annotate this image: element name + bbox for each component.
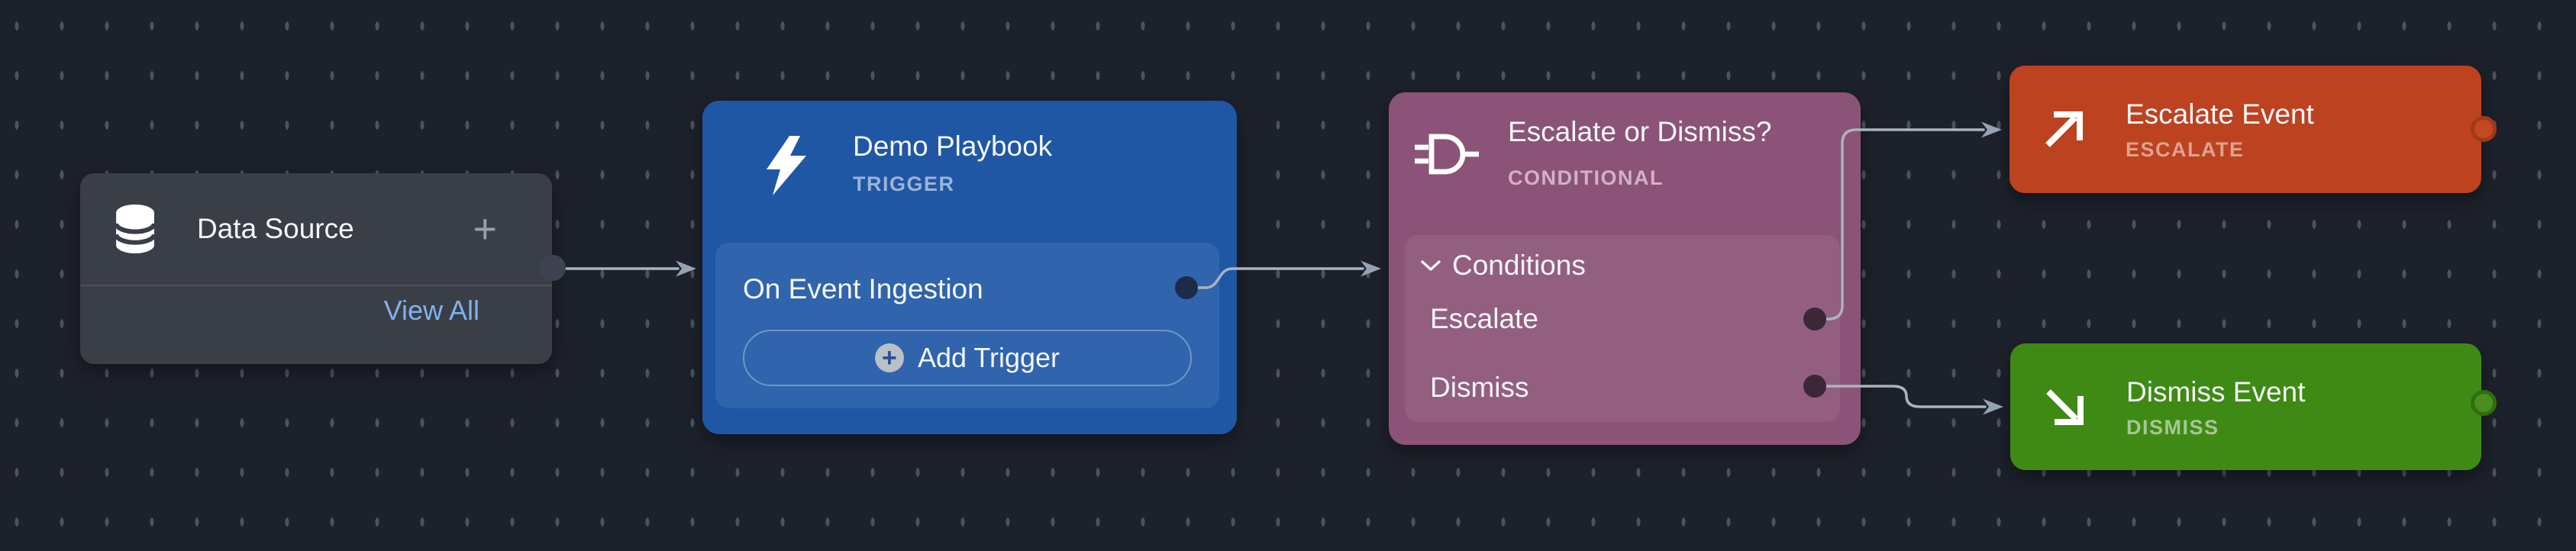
add-trigger-label: Add Trigger	[917, 342, 1060, 373]
arrowhead-icon	[1983, 398, 2003, 415]
arrowhead-icon	[1361, 260, 1381, 277]
database-icon	[114, 205, 157, 253]
trigger-item-on-event-ingestion[interactable]: On Event Ingestion	[743, 273, 983, 304]
node-data-source[interactable]: Data Source + View All	[80, 173, 552, 364]
branch-escalate[interactable]: Escalate	[1430, 303, 1538, 334]
escalate-event-title: Escalate Event	[2126, 98, 2314, 130]
escalate-branch-output-handle[interactable]	[1803, 308, 1826, 330]
conditional-type-label: CONDITIONAL	[1508, 166, 1664, 189]
chevron-down-icon[interactable]	[1420, 259, 1441, 272]
dismiss-type-label: DISMISS	[2126, 415, 2219, 439]
data-source-output-handle[interactable]	[540, 255, 566, 281]
arrowhead-icon	[676, 260, 696, 277]
trigger-panel: On Event Ingestion + Add Trigger	[715, 243, 1219, 408]
logic-gate-icon	[1415, 134, 1479, 175]
trigger-type-label: TRIGGER	[853, 172, 955, 195]
lightning-bolt-icon	[767, 136, 806, 195]
conditional-title: Escalate or Dismiss?	[1508, 116, 1772, 147]
node-demo-playbook[interactable]: Demo Playbook TRIGGER On Event Ingestion…	[702, 101, 1237, 434]
demo-playbook-title: Demo Playbook	[853, 130, 1053, 162]
add-data-source-icon[interactable]: +	[473, 206, 497, 252]
node-escalate-or-dismiss[interactable]: Escalate or Dismiss? CONDITIONAL Conditi…	[1389, 92, 1861, 445]
escalate-event-output-handle[interactable]	[2471, 116, 2497, 142]
plus-circle-icon: +	[874, 343, 904, 372]
divider	[80, 285, 552, 286]
add-trigger-button[interactable]: + Add Trigger	[743, 330, 1192, 386]
conditions-panel: Conditions Escalate Dismiss	[1405, 235, 1840, 422]
dismiss-branch-output-handle[interactable]	[1803, 375, 1826, 398]
data-source-header: Data Source +	[80, 173, 552, 285]
dismiss-event-output-handle[interactable]	[2471, 390, 2497, 416]
arrow-up-right-icon	[2045, 111, 2083, 147]
arrowhead-icon	[1981, 121, 2002, 138]
dismiss-event-title: Dismiss Event	[2126, 375, 2306, 408]
branch-dismiss[interactable]: Dismiss	[1430, 372, 1529, 403]
node-dismiss-event[interactable]: Dismiss Event DISMISS	[2010, 343, 2481, 470]
on-event-ingestion-output-handle[interactable]	[1175, 276, 1198, 299]
escalate-type-label: ESCALATE	[2126, 138, 2245, 161]
node-escalate-event[interactable]: Escalate Event ESCALATE	[2009, 66, 2481, 193]
arrow-down-right-icon	[2046, 389, 2084, 425]
view-all-link[interactable]: View All	[383, 295, 479, 326]
data-source-title: Data Source	[197, 213, 354, 244]
conditions-section-label[interactable]: Conditions	[1452, 250, 1586, 281]
